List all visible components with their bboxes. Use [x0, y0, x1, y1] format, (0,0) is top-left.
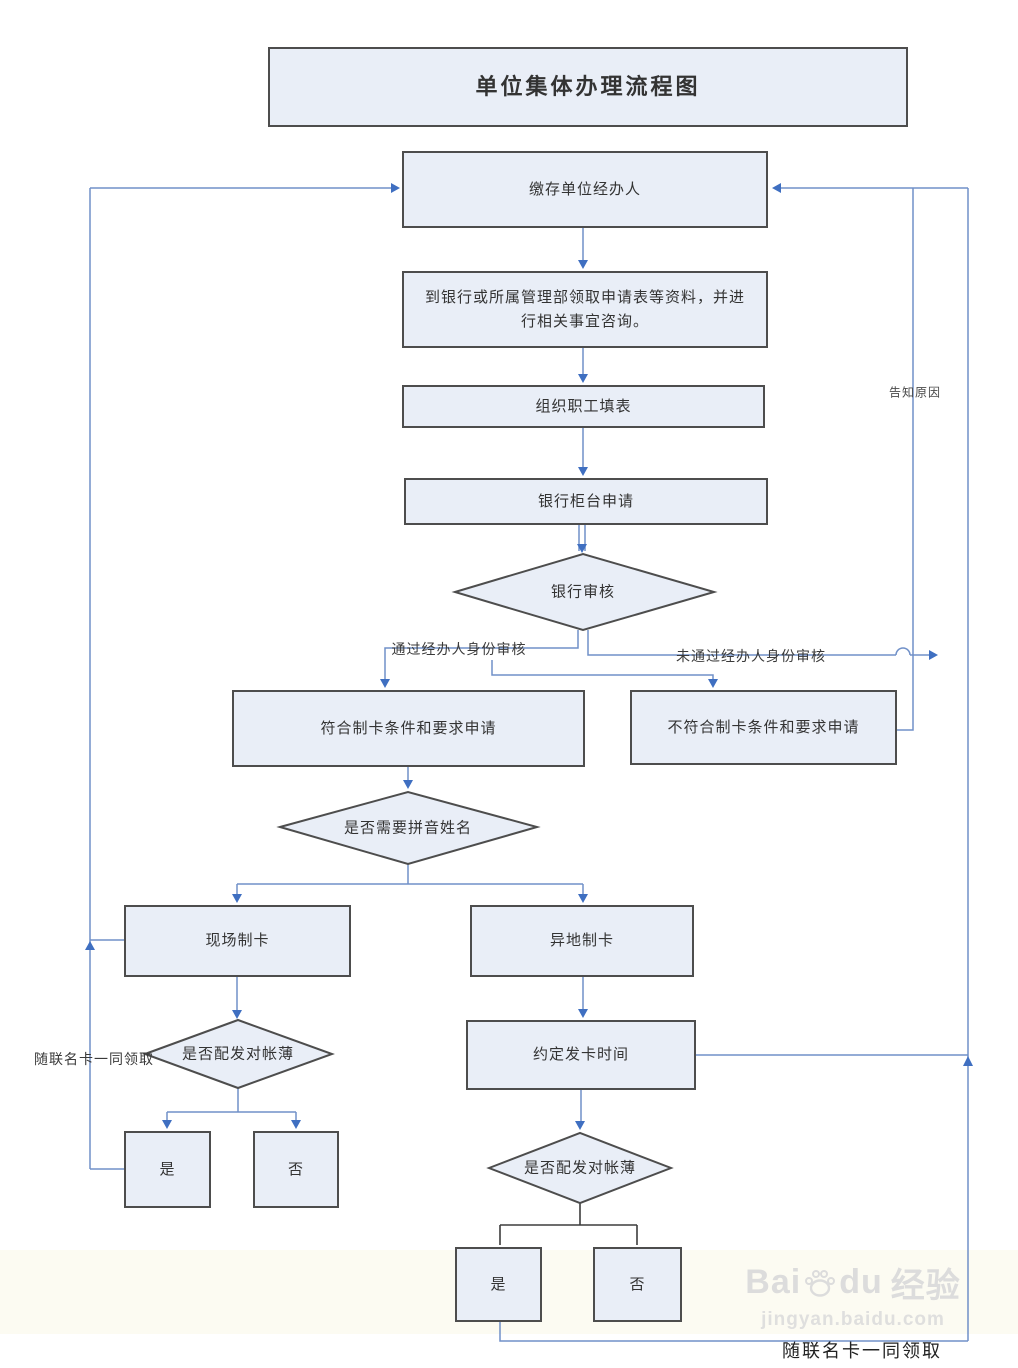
node-card-time: 约定发卡时间 [466, 1020, 696, 1090]
edge-label-fail: 未通过经办人身份审核 [676, 650, 826, 665]
watermark-suffix: 经验 [890, 1267, 961, 1305]
decision-pinyin-name-label: 是否需要拼音姓名 [343, 820, 473, 837]
decision-bank-review-label: 银行审核 [550, 584, 616, 601]
edge-label-inform-reason: 告知原因 [888, 385, 942, 400]
bottom-split-lines [499, 1203, 638, 1245]
node-no-right: 否 [593, 1247, 682, 1322]
node-onsite-card: 现场制卡 [124, 905, 351, 977]
decision-passbook-left [142, 1018, 335, 1090]
node-get-materials: 到银行或所属管理部领取申请表等资料，并进行相关事宜咨询。 [402, 271, 768, 348]
node-yes-right: 是 [455, 1247, 542, 1322]
page-title: 单位集体办理流程图 [268, 47, 908, 127]
decision-passbook-left-label: 是否配发对帐薄 [181, 1046, 295, 1063]
decision-passbook-right [486, 1131, 674, 1205]
node-qualified: 符合制卡条件和要求申请 [232, 690, 585, 767]
edge-label-pickup-left: 随联名卡一同领取 [34, 1053, 154, 1068]
watermark-brand-right: du [839, 1263, 883, 1301]
watermark-brand: Bai du 经验 [738, 1258, 968, 1307]
node-organize-forms: 组织职工填表 [402, 385, 765, 428]
watermark-brand-left: Bai [745, 1263, 802, 1301]
edge-label-pickup-bottom: 随联名卡一同领取 [782, 1341, 942, 1361]
decision-bank-review [451, 552, 718, 632]
node-offsite-card: 异地制卡 [470, 905, 694, 977]
node-deposit-agent: 缴存单位经办人 [402, 151, 768, 228]
flow-lines [89, 187, 969, 1342]
node-unqualified: 不符合制卡条件和要求申请 [630, 690, 897, 765]
decision-passbook-right-label: 是否配发对帐薄 [523, 1160, 637, 1177]
watermark-domain: jingyan.baidu.com [761, 1309, 945, 1330]
node-yes-left: 是 [124, 1131, 211, 1208]
decision-pinyin-name [276, 790, 541, 866]
node-bank-counter: 银行柜台申请 [404, 478, 768, 525]
baidu-paw-icon [805, 1269, 836, 1297]
baidu-jingyan-watermark: Bai du 经验 jingyan.baidu.com [738, 1258, 968, 1331]
node-no-left: 否 [253, 1131, 339, 1208]
edge-label-pass: 通过经办人身份审核 [391, 643, 527, 658]
